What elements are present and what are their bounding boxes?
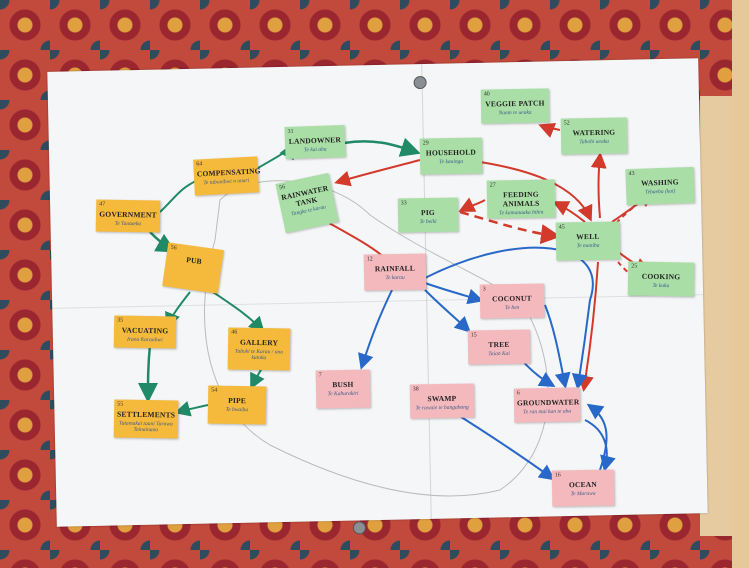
card-subtitle: Te kaainga	[439, 158, 464, 166]
card-number: 31	[287, 128, 294, 135]
card-pipe: 54 PIPE Te bwaibu	[207, 385, 267, 425]
card-number: 54	[211, 387, 218, 394]
pushpin-top	[413, 75, 427, 90]
card-title: HOUSEHOLD	[425, 147, 477, 158]
card-subtitle: Te Kaburakiri	[327, 390, 359, 398]
card-number: 40	[483, 91, 490, 98]
card-gallery: 46 GALLERY Tabuki te Karau / ana katoka	[227, 327, 291, 371]
card-subtitle: Te kuka	[652, 282, 670, 290]
card-groundwater: 6 GROUNDWATER Te ran mai kan te aba	[513, 387, 581, 423]
card-watering: 52 WATERING Tabobi ueaka	[560, 117, 628, 155]
card-title: WASHING	[640, 177, 679, 188]
card-subtitle: Te tabonibwi n unuri	[203, 177, 250, 187]
card-government: 47 GOVERNMENT Te Tautaeka	[95, 199, 161, 233]
card-title: PUB	[185, 255, 203, 267]
card-subtitle: Te beiki	[419, 218, 437, 226]
card-subtitle: Naam te ueaka	[498, 109, 532, 117]
card-cooking: 25 COOKING Te kuka	[627, 261, 695, 297]
card-number: 33	[400, 200, 407, 207]
card-well: 45 WELL Te maniba	[555, 221, 621, 261]
card-number: 3	[482, 286, 486, 293]
card-rainfall: 12 RAINFALL Te karau	[363, 253, 427, 291]
card-number: 43	[628, 170, 635, 178]
card-subtitle: Te ran mai kan te aba	[523, 408, 572, 416]
card-number: 16	[554, 472, 561, 479]
card-number: 12	[366, 256, 373, 263]
card-subtitle: Taian Kai	[488, 350, 511, 358]
card-feeding-animals: 27 FEEDING ANIMALS Te kamanaaka bibin	[486, 179, 556, 219]
card-title: RAINFALL	[374, 263, 416, 274]
card-vacuating: 35 VACUATING Irana Karaubwi	[113, 315, 177, 349]
card-title: WATERING	[572, 127, 616, 138]
card-subtitle: Tebaeba (kai)	[645, 188, 676, 196]
card-number: 15	[470, 332, 477, 339]
card-number: 27	[489, 182, 496, 189]
card-title: SWAMP	[427, 393, 457, 404]
card-subtitle: Tabuki te Karau / ana katoka	[234, 348, 284, 362]
card-coconut: 3 COCONUT Te ben	[479, 283, 545, 319]
card-subtitle: Te Tautaeka	[114, 220, 142, 228]
wooden-board-edge	[732, 0, 749, 568]
card-title: BUSH	[332, 379, 354, 390]
card-title: COCONUT	[492, 293, 532, 304]
card-number: 25	[631, 263, 638, 270]
card-subtitle: Tabobi ueaka	[579, 138, 609, 146]
card-pig: 33 PIG Te beiki	[397, 197, 459, 233]
card-number: 64	[196, 161, 203, 168]
card-number: 6	[516, 390, 520, 397]
card-subtitle: Te maniba	[576, 242, 600, 250]
card-subtitle: Te kai aba	[303, 146, 327, 154]
card-pub: 56 PUB	[162, 242, 224, 294]
card-ocean: 16 OCEAN Te Marawa	[551, 469, 615, 507]
card-subtitle: Te rawaie te bangabang	[415, 404, 469, 412]
card-tree: 15 TREE Taian Kai	[467, 329, 531, 365]
card-settlements: 55 SETTLEMENTS Tatamakai taani Tarawa Te…	[113, 399, 179, 439]
card-subtitle: Te karau	[385, 274, 405, 282]
card-title: COMPENSATING	[196, 166, 261, 179]
card-subtitle: Te Marawa	[570, 490, 596, 498]
card-title: OCEAN	[568, 479, 598, 490]
card-number: 52	[563, 120, 570, 127]
card-subtitle: Te bwaibu	[225, 406, 249, 414]
card-title: VEGGIE PATCH	[485, 98, 545, 109]
card-number: 35	[117, 317, 124, 324]
card-title: FEEDING ANIMALS	[502, 189, 540, 209]
card-compensating: 64 COMPENSATING Te tabonibwi n unuri	[193, 156, 261, 196]
card-title: COOKING	[641, 271, 681, 282]
card-household: 29 HOUSEHOLD Te kaainga	[419, 137, 483, 175]
card-number: 47	[99, 201, 106, 208]
card-number: 56	[170, 244, 177, 252]
card-title: SETTLEMENTS	[117, 409, 176, 420]
card-number: 29	[422, 140, 429, 147]
card-title: GOVERNMENT	[99, 209, 157, 220]
card-bush: 7 BUSH Te Kaburakiri	[315, 369, 371, 409]
card-title: TREE	[488, 339, 510, 350]
card-number: 38	[412, 386, 419, 393]
card-title: PIG	[420, 207, 436, 218]
fold-line-horizontal	[52, 294, 704, 309]
card-title: GROUNDWATER	[516, 397, 580, 408]
card-title: GALLERY	[239, 337, 279, 348]
card-number: 7	[318, 372, 322, 379]
card-subtitle: Te ben	[504, 304, 520, 312]
card-washing: 43 WASHING Tebaeba (kai)	[625, 166, 695, 206]
card-number: 45	[558, 224, 565, 231]
card-number: 55	[117, 401, 124, 408]
card-swamp: 38 SWAMP Te rawaie te bangabang	[409, 383, 475, 419]
card-number: 56	[278, 184, 286, 192]
card-landowner: 31 LANDOWNER Te kai aba	[284, 124, 346, 160]
card-title: WELL	[576, 231, 600, 242]
card-subtitle: Irana Karaubwi	[126, 336, 163, 344]
card-title: PIPE	[228, 395, 247, 406]
card-subtitle: Te kamanaaka bibin	[498, 209, 544, 217]
card-subtitle: Tatamakai taani Tarawa Teinainano	[119, 420, 173, 434]
card-number: 46	[231, 329, 238, 336]
card-veggie-patch: 40 VEGGIE PATCH Naam te ueaka	[480, 88, 550, 124]
fold-line-vertical	[421, 64, 432, 519]
card-title: LANDOWNER	[288, 135, 342, 146]
card-title: VACUATING	[121, 325, 169, 336]
